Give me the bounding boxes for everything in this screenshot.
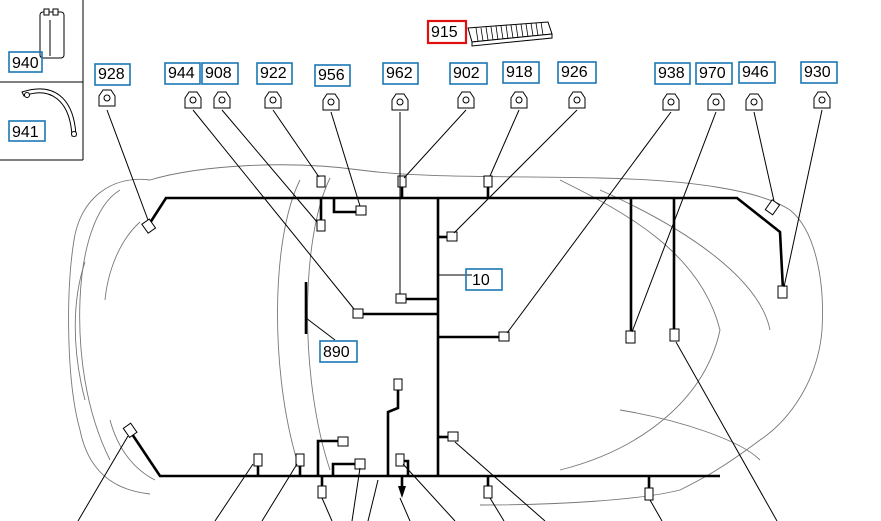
label-928-text: 928	[98, 66, 125, 83]
label-930-text: 930	[804, 64, 831, 81]
label-890[interactable]: 890	[319, 340, 358, 363]
label-10-text: 10	[472, 272, 490, 289]
connector-962-icon	[391, 93, 409, 111]
label-890-text: 890	[323, 344, 350, 361]
label-962-text: 962	[386, 65, 413, 82]
label-956-text: 956	[318, 67, 345, 84]
connector-930-icon	[813, 91, 831, 109]
connector-944-icon	[184, 91, 202, 109]
label-10[interactable]: 10	[465, 268, 503, 291]
connector-926-icon	[568, 91, 586, 109]
label-944[interactable]: 944	[164, 62, 201, 85]
label-928[interactable]: 928	[94, 63, 131, 86]
connector-915-icon	[467, 21, 553, 47]
label-918[interactable]: 918	[502, 61, 540, 84]
connector-908-icon	[213, 91, 231, 109]
label-938[interactable]: 938	[654, 62, 691, 85]
legend-label-940: 940	[12, 55, 39, 72]
harness-connectors	[122, 175, 788, 501]
label-908-text: 908	[205, 65, 232, 82]
label-926-text: 926	[561, 64, 588, 81]
connector-946-icon	[745, 93, 763, 111]
label-944-text: 944	[168, 65, 195, 82]
label-922-text: 922	[260, 65, 287, 82]
label-918-text: 918	[506, 64, 533, 81]
legend-item-941[interactable]: 941	[8, 120, 46, 142]
label-926[interactable]: 926	[557, 61, 597, 84]
connector-922-icon	[264, 91, 282, 109]
connector-928-icon	[98, 89, 116, 107]
car-outline	[68, 164, 823, 506]
connector-956-icon	[322, 93, 340, 111]
legend-label-941: 941	[12, 124, 39, 141]
connector-918-icon	[510, 91, 528, 109]
legend-panel	[0, 0, 84, 161]
harness-wires	[128, 181, 785, 494]
label-946[interactable]: 946	[738, 61, 776, 84]
label-970-text: 970	[699, 65, 726, 82]
curved-bracket-icon	[21, 88, 77, 137]
label-902-text: 902	[453, 65, 480, 82]
connector-970-icon	[707, 93, 725, 111]
label-956[interactable]: 956	[314, 64, 351, 87]
legend-item-940[interactable]: 940	[8, 51, 43, 73]
connector-icons	[98, 89, 831, 111]
label-962[interactable]: 962	[382, 62, 419, 85]
label-915-text: 915	[431, 24, 458, 41]
label-922[interactable]: 922	[256, 62, 293, 85]
connector-block-icon	[39, 8, 65, 59]
label-946-text: 946	[742, 64, 769, 81]
label-938-text: 938	[658, 65, 685, 82]
label-915-selected[interactable]: 915	[426, 19, 468, 45]
label-908[interactable]: 908	[201, 62, 239, 85]
label-930[interactable]: 930	[800, 61, 838, 84]
label-902[interactable]: 902	[449, 62, 488, 85]
connector-938-icon	[662, 93, 680, 111]
leader-lines	[77, 109, 823, 521]
connector-902-icon	[457, 91, 475, 109]
label-970[interactable]: 970	[695, 62, 733, 85]
